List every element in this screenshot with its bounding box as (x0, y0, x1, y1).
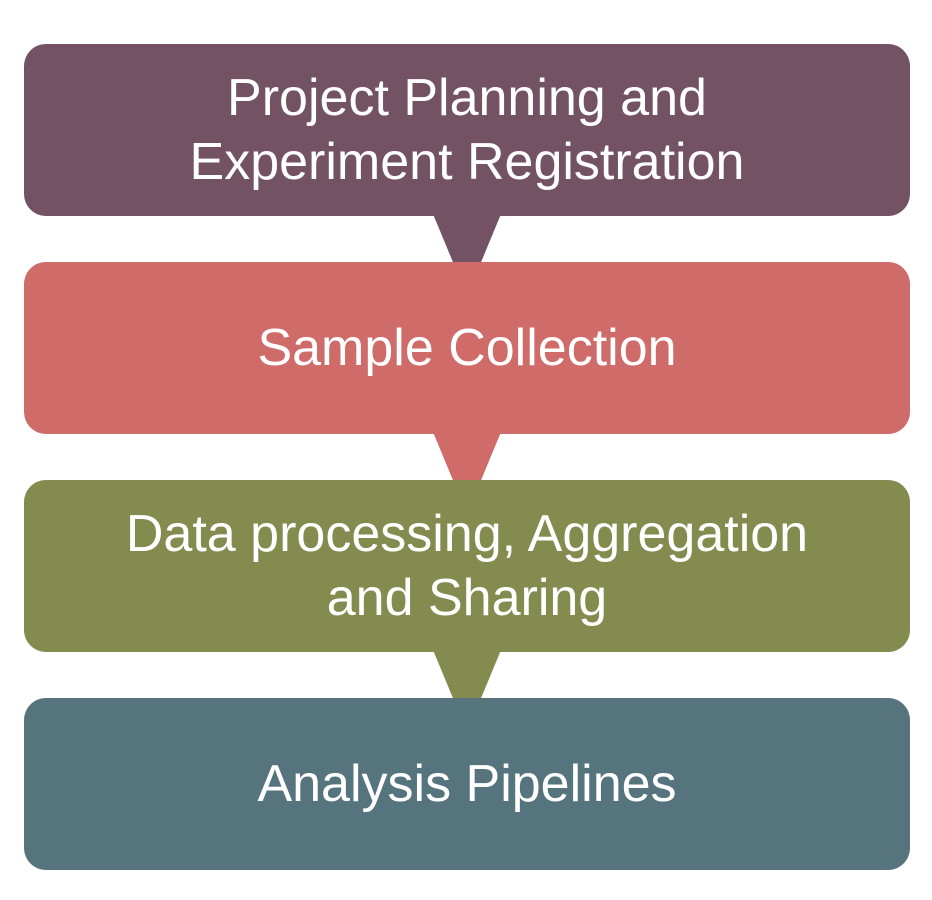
step-sample-collection: Sample Collection (24, 262, 910, 434)
step-analysis-pipelines: Analysis Pipelines (24, 698, 910, 870)
step-project-planning: Project Planning and Experiment Registra… (24, 44, 910, 216)
step-data-processing: Data processing, Aggregation and Sharing (24, 480, 910, 652)
